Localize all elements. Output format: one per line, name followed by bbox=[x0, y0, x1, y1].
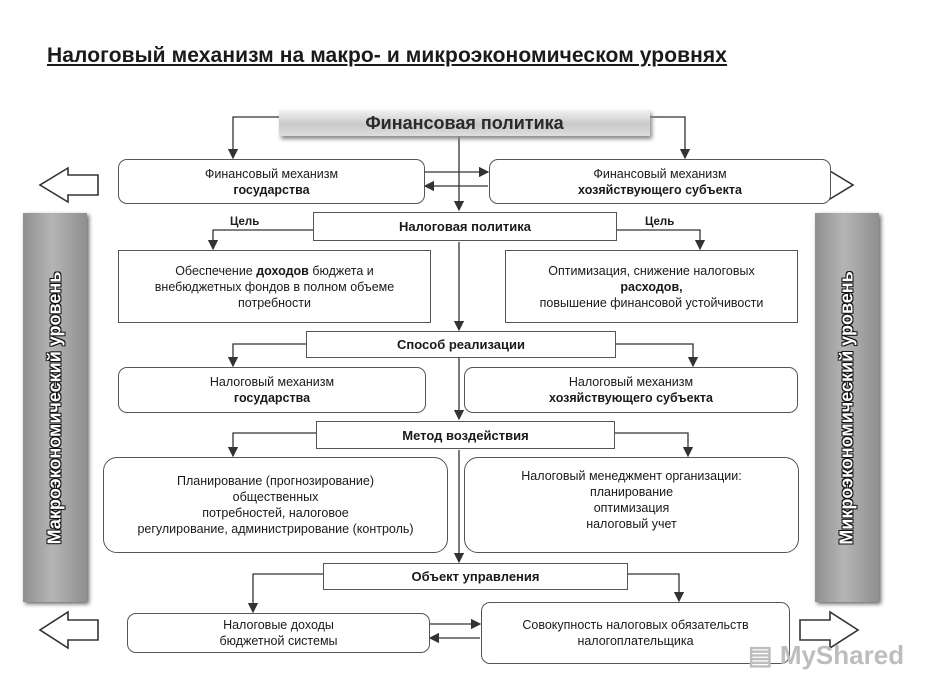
goal-state-part-a: Обеспечение bbox=[175, 263, 257, 278]
method-state-line1: Планирование (прогнозирование) bbox=[177, 474, 374, 488]
method-header: Метод воздействия bbox=[316, 421, 615, 449]
macro-level-bar: Макроэкономический уровень bbox=[23, 213, 87, 602]
goal-left-label: Цель bbox=[230, 216, 260, 228]
tax-policy-header: Налоговая политика bbox=[313, 212, 617, 241]
object-state-box: Налоговые доходы бюджетной системы bbox=[127, 613, 430, 653]
fm-entity-line2: хозяйствующего субъекта bbox=[578, 182, 742, 197]
object-entity-line1: Совокупность налоговых обязательств bbox=[522, 618, 749, 632]
tm-state-line1: Налоговый механизм bbox=[209, 375, 335, 389]
object-state-line2: бюджетной системы bbox=[219, 634, 338, 648]
watermark-logo: ▤ MyShared bbox=[748, 640, 904, 671]
left-bottom-arrow-icon bbox=[38, 610, 99, 650]
fm-entity-line1: Финансовый механизм bbox=[593, 166, 727, 181]
tm-entity-line2: хозяйствующего субъекта bbox=[549, 391, 713, 405]
tm-entity-box: Налоговый механизм хозяйствующего субъек… bbox=[464, 367, 798, 413]
method-entity-line3: оптимизация bbox=[593, 501, 670, 515]
method-state-line4: регулирование, администрирование (контро… bbox=[137, 522, 414, 536]
goal-state-line2: внебюджетных фондов в полном объеме bbox=[154, 279, 395, 294]
goal-state-part-b: доходов bbox=[256, 263, 309, 278]
method-entity-line1: Налоговый менеджмент организации: bbox=[521, 469, 742, 483]
watermark-text: MyShared bbox=[779, 640, 905, 670]
tm-state-box: Налоговый механизм государства bbox=[118, 367, 426, 413]
implementation-header: Способ реализации bbox=[306, 331, 616, 358]
goal-state-part-c: бюджета и bbox=[308, 263, 374, 278]
fm-state-line2: государства bbox=[233, 182, 310, 197]
tm-state-line2: государства bbox=[233, 391, 311, 405]
object-entity-line2: налогоплательщика bbox=[577, 634, 694, 648]
micro-level-label: Микроэкономический уровень bbox=[836, 270, 857, 545]
fm-state-line1: Финансовый механизм bbox=[204, 166, 339, 181]
goal-state-line3: потребности bbox=[238, 295, 311, 310]
goal-entity-box: Оптимизация, снижение налоговых расходов… bbox=[505, 250, 798, 323]
goal-right-label: Цель bbox=[645, 216, 675, 228]
method-entity-line4: налоговый учет bbox=[586, 517, 677, 531]
goal-entity-line1: Оптимизация, снижение налоговых bbox=[548, 263, 755, 278]
method-state-box: Планирование (прогнозирование) обществен… bbox=[103, 457, 448, 553]
object-header: Объект управления bbox=[323, 563, 628, 590]
method-entity-box: Налоговый менеджмент организации: планир… bbox=[464, 457, 799, 553]
right-bottom-arrow-icon bbox=[799, 610, 860, 650]
left-top-arrow-icon bbox=[38, 166, 99, 204]
page-title: Налоговый механизм на макро- и микроэкон… bbox=[47, 44, 728, 67]
fm-state-box: Финансовый механизм государства bbox=[118, 159, 425, 204]
method-state-line3: потребностей, налоговое bbox=[202, 506, 349, 520]
fm-entity-box: Финансовый механизм хозяйствующего субъе… bbox=[489, 159, 831, 204]
goal-entity-line3: повышение финансовой устойчивости bbox=[539, 295, 764, 310]
object-state-line1: Налоговые доходы bbox=[223, 618, 334, 632]
macro-level-label: Макроэкономический уровень bbox=[44, 271, 65, 544]
financial-policy-header: Финансовая политика bbox=[279, 110, 650, 136]
goal-state-box: Обеспечение доходов бюджета и внебюджетн… bbox=[118, 250, 431, 323]
goal-entity-line2: расходов, bbox=[620, 279, 683, 294]
method-entity-line2: планирование bbox=[589, 485, 674, 499]
method-state-line2: общественных bbox=[232, 490, 319, 504]
presentation-icon: ▤ bbox=[748, 640, 773, 670]
micro-level-bar: Микроэкономический уровень bbox=[815, 213, 879, 602]
tm-entity-line1: Налоговый механизм bbox=[568, 375, 694, 389]
object-entity-box: Совокупность налоговых обязательств нало… bbox=[481, 602, 790, 664]
